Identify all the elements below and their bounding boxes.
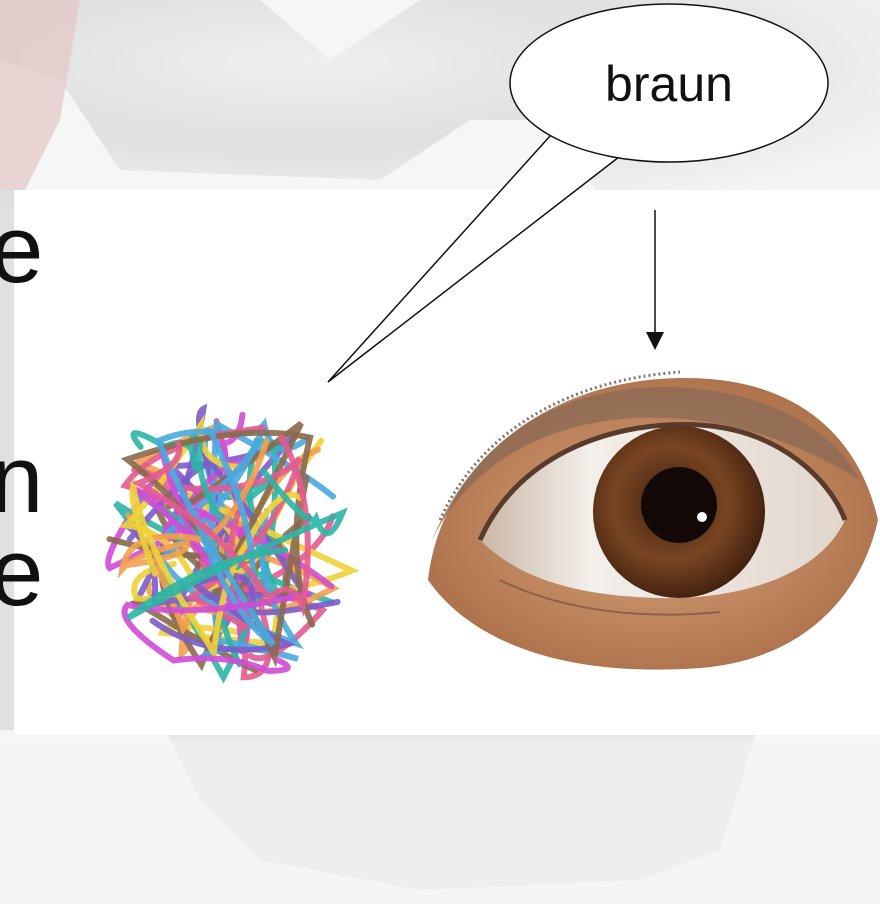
speech-bubble-text: braun	[605, 56, 733, 112]
partial-text-line-3: e	[0, 519, 43, 626]
pupil	[641, 467, 717, 543]
partial-text-line-2: n	[0, 426, 43, 533]
partial-text-line-1: e	[0, 196, 43, 303]
